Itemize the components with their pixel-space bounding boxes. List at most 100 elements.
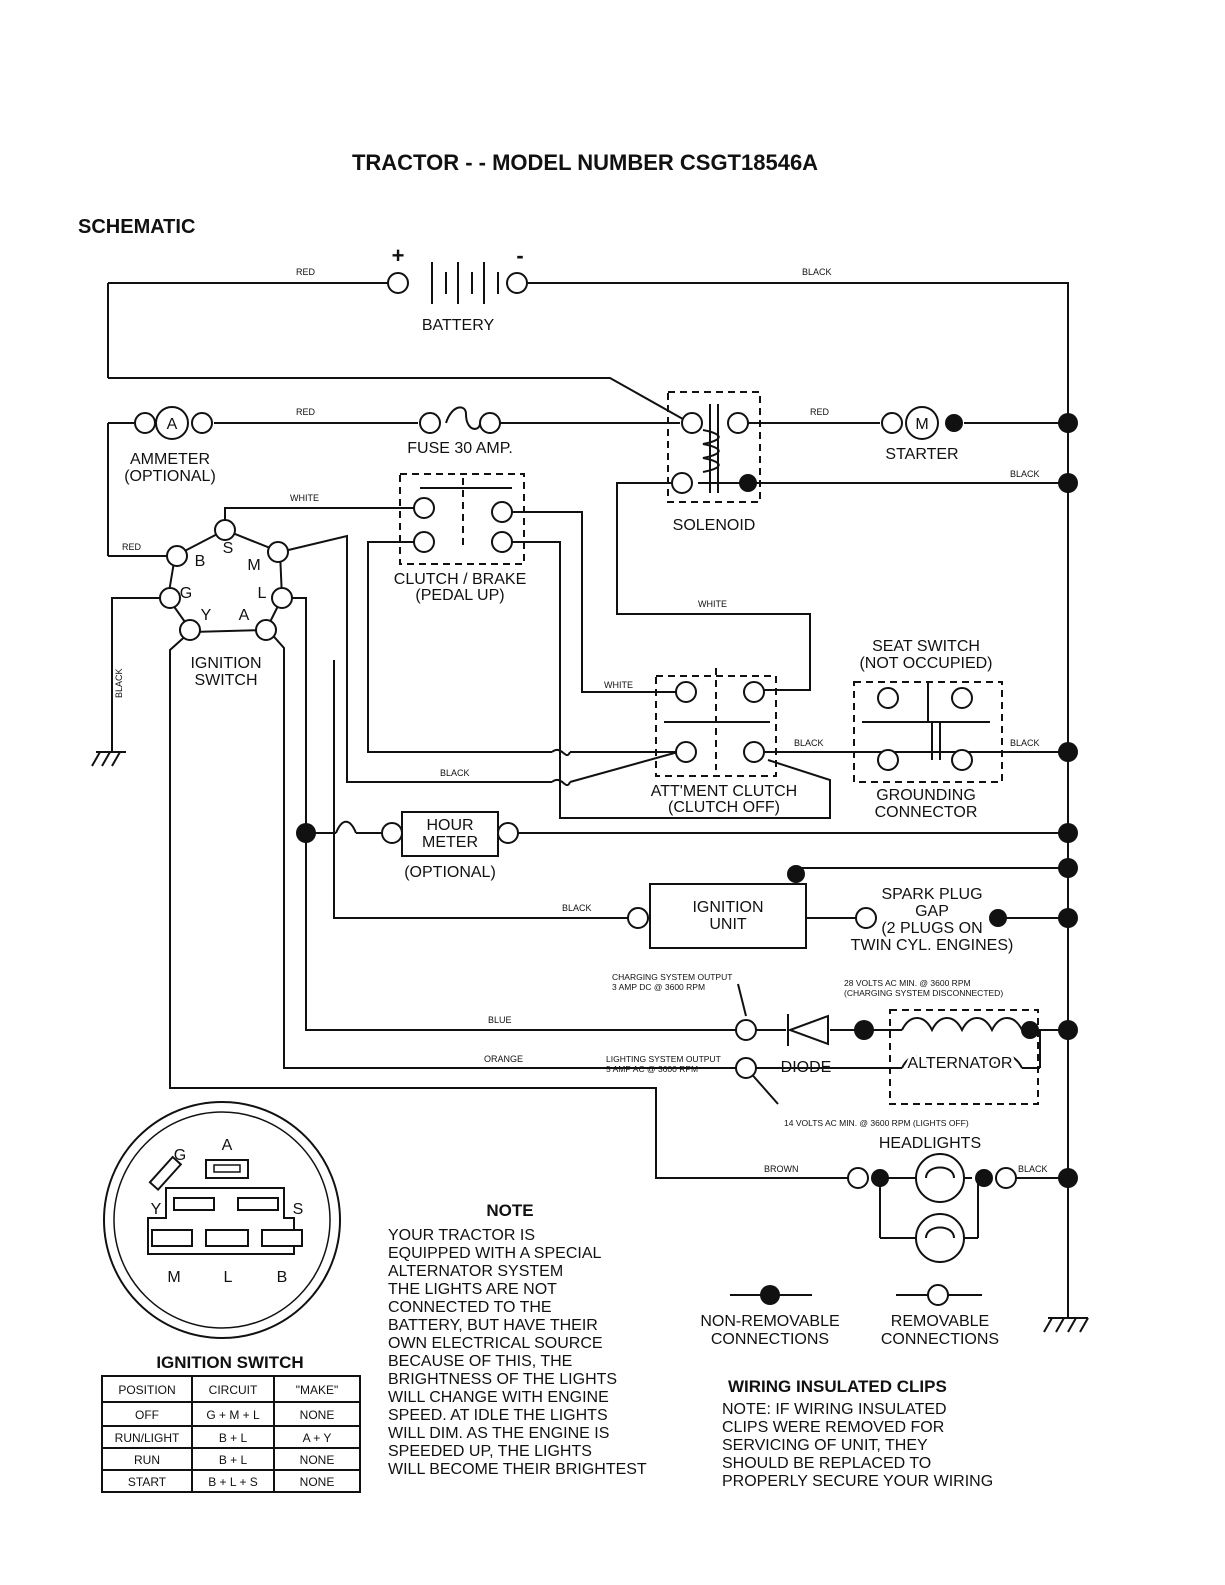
switch-face-g: G bbox=[174, 1147, 186, 1164]
lighting-output-terminal bbox=[735, 1057, 757, 1079]
spark-plug-label: SPARK PLUG bbox=[881, 886, 982, 903]
battery-plus-sign: + bbox=[392, 243, 405, 268]
note-line: WILL CHANGE WITH ENGINE bbox=[388, 1389, 609, 1406]
solenoid-label: SOLENOID bbox=[673, 517, 756, 534]
clutch-brake-label: CLUTCH / BRAKE bbox=[394, 571, 526, 588]
table-header: "MAKE" bbox=[296, 1383, 339, 1397]
switch-face-b: B bbox=[277, 1269, 288, 1286]
ammeter-terminal-left bbox=[134, 412, 156, 434]
ignition-unit-label-2: UNIT bbox=[709, 916, 747, 933]
note-line: BATTERY, BUT HAVE THEIR bbox=[388, 1317, 598, 1334]
battery-label: BATTERY bbox=[422, 317, 495, 334]
clutch-brake-terminal bbox=[413, 497, 435, 519]
hour-meter-terminal bbox=[497, 822, 519, 844]
wire-red-label: RED bbox=[296, 407, 316, 417]
clips-line: SHOULD BE REPLACED TO bbox=[722, 1455, 931, 1472]
headlight-terminal bbox=[847, 1167, 869, 1189]
note-line: OWN ELECTRICAL SOURCE bbox=[388, 1335, 603, 1352]
spark-plug-label-4: TWIN CYL. ENGINES) bbox=[851, 937, 1014, 954]
ignition-switch-label-2: SWITCH bbox=[194, 672, 257, 689]
seat-switch-housing bbox=[853, 681, 1003, 783]
bus-junction bbox=[1058, 742, 1078, 762]
clutch-brake-terminal bbox=[413, 531, 435, 553]
alternator-label: ALTERNATOR bbox=[908, 1055, 1013, 1072]
seat-switch-state: (NOT OCCUPIED) bbox=[859, 655, 992, 672]
hour-meter-terminal bbox=[381, 822, 403, 844]
starter-junction bbox=[945, 414, 963, 432]
wire-blue-label: BLUE bbox=[488, 1015, 512, 1025]
table-cell: NONE bbox=[300, 1475, 335, 1489]
wire-black-label: BLACK bbox=[802, 267, 832, 277]
spark-plug-terminal bbox=[855, 907, 877, 929]
headlights-label: HEADLIGHTS bbox=[879, 1135, 981, 1152]
attachment-clutch-terminal bbox=[675, 741, 697, 763]
starter-terminal bbox=[881, 412, 903, 434]
fuse-label: FUSE 30 AMP. bbox=[407, 440, 513, 457]
fuse-terminal-left bbox=[419, 412, 441, 434]
note-line: WILL BECOME THEIR BRIGHTEST bbox=[388, 1461, 647, 1478]
table-cell: RUN/LIGHT bbox=[115, 1431, 180, 1445]
solenoid-housing bbox=[667, 391, 761, 503]
clips-line: NOTE: IF WIRING INSULATED bbox=[722, 1401, 947, 1418]
attachment-clutch-label: ATT'MENT CLUTCH bbox=[651, 783, 797, 800]
wire-orange-label: ORANGE bbox=[484, 1054, 523, 1064]
headlight-filament bbox=[925, 1166, 955, 1179]
table-cell: START bbox=[128, 1475, 167, 1489]
ignition-unit-label: IGNITION bbox=[692, 899, 763, 916]
note-line: WILL DIM. AS THE ENGINE IS bbox=[388, 1425, 609, 1442]
table-cell: B + L bbox=[219, 1453, 248, 1467]
ammeter-optional: (OPTIONAL) bbox=[124, 468, 216, 485]
ignition-unit-box bbox=[649, 883, 807, 949]
wire-black-label: BLACK bbox=[1010, 469, 1040, 479]
starter-label: STARTER bbox=[885, 446, 958, 463]
charging-output-spec-2: 3 AMP DC @ 3600 RPM bbox=[612, 982, 705, 992]
headlight-lamp-1 bbox=[915, 1153, 965, 1203]
clips-line: PROPERLY SECURE YOUR WIRING bbox=[722, 1473, 993, 1490]
clutch-brake-state: (PEDAL UP) bbox=[415, 587, 504, 604]
table-cell: OFF bbox=[135, 1408, 159, 1422]
note-line: EQUIPPED WITH A SPECIAL bbox=[388, 1245, 601, 1262]
table-cell: RUN bbox=[134, 1453, 160, 1467]
clutch-brake-terminal bbox=[491, 501, 513, 523]
hour-meter-optional: (OPTIONAL) bbox=[404, 864, 496, 881]
spark-plug-label-2: GAP bbox=[915, 903, 949, 920]
wire-black-label: BLACK bbox=[562, 903, 592, 913]
ac-charging-spec: 28 VOLTS AC MIN. @ 3600 RPM bbox=[844, 978, 971, 988]
table-cell: B + L bbox=[219, 1431, 248, 1445]
seat-switch-terminal bbox=[877, 749, 899, 771]
wire-black-label: BLACK bbox=[440, 768, 470, 778]
bus-junction bbox=[1058, 413, 1078, 433]
ammeter-label: AMMETER bbox=[130, 451, 210, 468]
terminal-g: G bbox=[180, 585, 192, 602]
terminal-m: M bbox=[247, 557, 260, 574]
spark-plug-junction bbox=[989, 909, 1007, 927]
wire-red-label: RED bbox=[810, 407, 830, 417]
clips-heading: WIRING INSULATED CLIPS bbox=[728, 1377, 947, 1396]
note-line: ALTERNATOR SYSTEM bbox=[388, 1263, 563, 1280]
seat-switch-terminal bbox=[877, 687, 899, 709]
attachment-clutch-state: (CLUTCH OFF) bbox=[668, 799, 780, 816]
terminal-l: L bbox=[258, 585, 267, 602]
table-cell: NONE bbox=[300, 1453, 335, 1467]
clips-body: NOTE: IF WIRING INSULATED CLIPS WERE REM… bbox=[722, 1401, 993, 1490]
spark-plug-label-3: (2 PLUGS ON bbox=[881, 920, 982, 937]
ignition-switch-face bbox=[103, 1101, 341, 1339]
ignition-unit-junction bbox=[787, 865, 805, 883]
seat-switch-label: SEAT SWITCH bbox=[872, 638, 980, 655]
note-line: SPEED. AT IDLE THE LIGHTS bbox=[388, 1407, 608, 1424]
headlight-filament bbox=[925, 1226, 955, 1239]
grounding-connector-label: GROUNDING bbox=[876, 787, 976, 804]
attachment-clutch-terminal bbox=[743, 681, 765, 703]
headlight-junction bbox=[975, 1169, 993, 1187]
solenoid-junction bbox=[739, 474, 757, 492]
legend-removable-dot bbox=[927, 1284, 949, 1306]
wire-brown-label: BROWN bbox=[764, 1164, 799, 1174]
solenoid-terminal-top-right bbox=[727, 412, 749, 434]
seat-switch-terminal bbox=[951, 749, 973, 771]
diode-junction bbox=[854, 1020, 874, 1040]
note-line: CONNECTED TO THE bbox=[388, 1299, 552, 1316]
table-cell: G + M + L bbox=[206, 1408, 260, 1422]
hour-meter-junction bbox=[296, 823, 316, 843]
legend-non-removable-label-2: CONNECTIONS bbox=[711, 1331, 829, 1348]
switch-face-m: M bbox=[167, 1269, 180, 1286]
